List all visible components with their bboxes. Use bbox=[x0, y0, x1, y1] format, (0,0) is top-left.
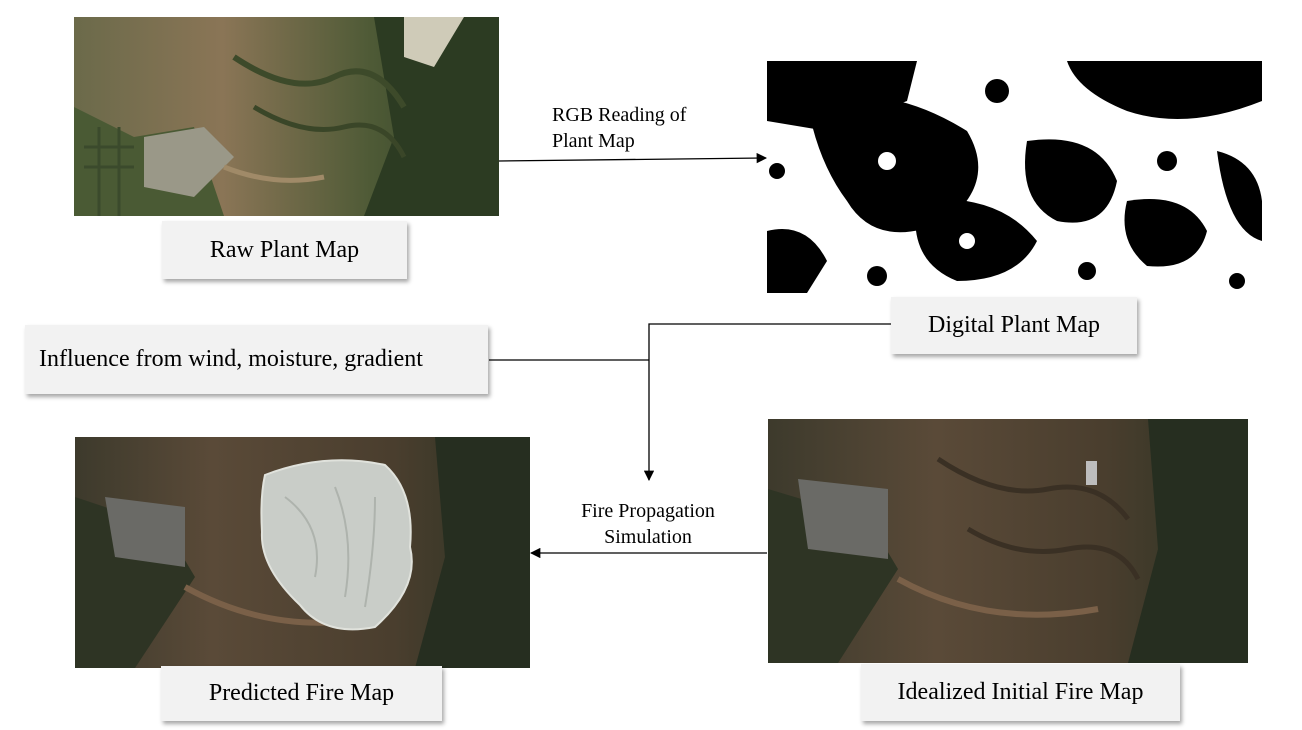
idealized-initial-fire-map-caption: Idealized Initial Fire Map bbox=[861, 664, 1180, 721]
rgb-reading-label-line1: RGB Reading of bbox=[552, 104, 687, 126]
digital-plant-map-caption: Digital Plant Map bbox=[891, 297, 1137, 354]
rgb-reading-label-line2: Plant Map bbox=[552, 130, 635, 152]
raw-plant-map-caption: Raw Plant Map bbox=[162, 221, 407, 279]
rgb-reading-label: RGB Reading of Plant Map bbox=[552, 102, 686, 154]
raw-plant-map-image bbox=[74, 17, 499, 216]
fire-simulation-label-line2: Simulation bbox=[604, 526, 692, 548]
predicted-fire-map-caption: Predicted Fire Map bbox=[161, 666, 442, 721]
fire-simulation-label-line1: Fire Propagation bbox=[581, 500, 715, 522]
fire-simulation-label: Fire Propagation Simulation bbox=[560, 498, 736, 550]
digital-map-connector bbox=[643, 323, 891, 482]
idealized-initial-fire-map-image bbox=[768, 419, 1248, 663]
rgb-reading-arrow bbox=[498, 152, 768, 164]
predicted-fire-map-image bbox=[75, 437, 530, 668]
digital-plant-map-image bbox=[767, 61, 1262, 293]
influence-caption: Influence from wind, moisture, gradient bbox=[25, 325, 488, 394]
